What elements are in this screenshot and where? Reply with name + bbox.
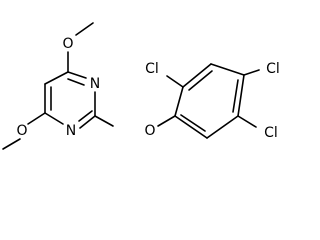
bond-b1-b2 <box>174 86 184 117</box>
atom-cl-meta: Cl <box>264 125 278 141</box>
bond-b2-b3-double <box>188 70 213 91</box>
bond-b5-cl <box>237 115 257 128</box>
atom-cl-para: Cl <box>266 61 280 77</box>
bond-c4-c5 <box>44 71 69 85</box>
atom-o-top: O <box>62 36 73 52</box>
bond-b2-b3 <box>182 63 212 88</box>
bond-n3-c4-double <box>67 78 85 86</box>
molecule-structure: O O N N O Cl Cl Cl <box>2 22 280 150</box>
bond-b6-b1 <box>174 115 208 139</box>
bond-o-bottom-me <box>2 138 21 150</box>
ether-linkage <box>94 115 176 127</box>
structure-drawing: O O N N O Cl Cl Cl <box>2 22 280 150</box>
bond-c2-o-ether <box>94 115 114 127</box>
bond-n1-c2-double <box>78 110 93 122</box>
atom-n-lower: N <box>66 123 76 139</box>
atom-o-ether: O <box>144 123 155 139</box>
bond-c6-n1 <box>44 112 64 125</box>
bond-b4-b5-double <box>232 79 239 113</box>
bond-b4-cl <box>243 69 260 76</box>
atom-cl-ortho: Cl <box>145 61 159 77</box>
benzene-ring <box>174 63 245 139</box>
bond-b2-cl <box>166 75 184 88</box>
methoxy-groups <box>2 22 94 150</box>
bond-b5-b6 <box>206 115 239 139</box>
atom-labels: O O N N O Cl Cl Cl <box>16 36 279 141</box>
chlorine-bonds <box>166 69 260 128</box>
bond-b4-b5 <box>237 74 245 117</box>
atom-o-bottom: O <box>16 123 27 139</box>
bond-o-top-me <box>75 22 94 36</box>
bond-b3-b4 <box>210 63 245 76</box>
atom-n-upper: N <box>90 76 100 92</box>
pyrimidine-ring <box>44 71 96 129</box>
bond-o-ether-aryl <box>157 115 176 127</box>
bond-c6-o-bottom <box>27 112 46 125</box>
bond-n3-c4 <box>67 71 87 79</box>
bond-b6-b1-double <box>180 114 206 132</box>
bond-n1-c2 <box>79 115 96 129</box>
